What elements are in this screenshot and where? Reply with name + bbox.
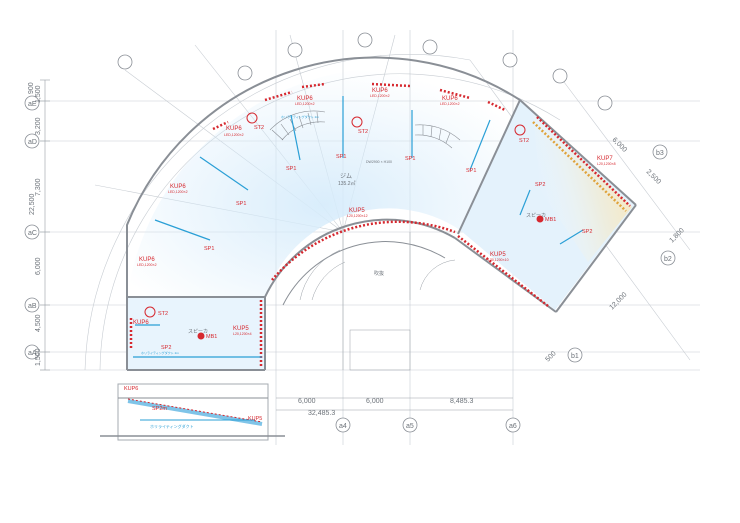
ducts xyxy=(133,96,584,358)
st2-label-c: ST2 xyxy=(519,138,529,144)
left-dim-lines xyxy=(40,79,50,371)
section-kup6: KUP6 xyxy=(124,386,138,392)
dim-right-0: 6,000 xyxy=(611,136,628,153)
kup6-tag-d: KUP6 xyxy=(442,96,458,102)
kup5-tag-a: KUP5 xyxy=(349,208,365,214)
grid-label-aA: aA xyxy=(28,350,37,357)
kup6-spec-e: LED,1200×2 xyxy=(168,190,188,194)
sp1-label-a: SP1 xyxy=(286,166,296,172)
st2-label-b: ST2 xyxy=(358,129,368,135)
grid-label-a6: a6 xyxy=(509,423,517,430)
sp1-label-e: SP1 xyxy=(236,201,246,207)
dim-bottom-total: 32,485.3 xyxy=(308,410,335,417)
sp2-label-c: SP2 xyxy=(161,345,171,351)
kup6-spec-f: LED,1200×2 xyxy=(137,263,157,267)
st2-label-a: ST2 xyxy=(254,125,264,131)
grid-label-aC: aC xyxy=(28,230,37,237)
section-duct: ホリライティングダクト xyxy=(150,423,194,429)
room-void: 吹抜 xyxy=(374,270,384,277)
void-linework xyxy=(299,232,456,371)
mb1-dot-a xyxy=(197,332,205,340)
kup7-spec: L20,1200×8 xyxy=(597,162,616,166)
grid-label-a4: a4 xyxy=(339,423,347,430)
gym-glow xyxy=(127,67,520,298)
kup6-tag-c: KUP6 xyxy=(372,88,388,94)
grid-label-b3: b3 xyxy=(656,150,664,157)
kup6-tag-f: KUP6 xyxy=(139,257,155,263)
walls xyxy=(126,56,637,371)
section-kup5: KUP5 xyxy=(248,416,262,422)
dim-right-3: 12,000 xyxy=(608,291,628,311)
sp1-label-b: SP1 xyxy=(336,154,346,160)
dim-left-4: 22,500 xyxy=(29,193,36,215)
section-sp2: SP2m xyxy=(152,406,167,412)
kup5-tag-b: KUP5 xyxy=(490,252,506,258)
speaker-label-a: スピーカ xyxy=(188,329,208,335)
sp2-label-b: SP2 xyxy=(582,229,592,235)
sp1-label-d: SP1 xyxy=(466,168,476,174)
grid-label-a5: a5 xyxy=(406,423,414,430)
kup6-spec-d: LED,1200×2 xyxy=(440,102,460,106)
kup6-tag-e: KUP6 xyxy=(170,184,186,190)
section-drawing xyxy=(100,383,285,441)
dim-left-0: 900 xyxy=(28,82,35,94)
grid-label-b2: b2 xyxy=(664,256,672,263)
duct-note-a: ホリライティングダクト 2m xyxy=(281,114,319,119)
mb1-dot-b xyxy=(536,215,544,223)
sp1-label-c: SP1 xyxy=(405,156,415,162)
kup6-spec-c: LED,1200×2 xyxy=(370,94,390,98)
bottom-dim-lines xyxy=(276,397,513,411)
mb1-label-b: MB1 xyxy=(545,217,556,223)
sp2-label-a: SP2 xyxy=(535,182,545,188)
room-gym: ジム xyxy=(340,173,352,180)
duct-note-b: ホリライティングダクト 2m xyxy=(141,350,179,355)
kup5-spec-b: L20,1200×10 xyxy=(488,258,509,262)
dim-right-1: 2,500 xyxy=(645,168,662,185)
mb1-label-a: MB1 xyxy=(206,334,217,340)
grid-label-b1: b1 xyxy=(571,353,579,360)
grid-label-aE: aE xyxy=(28,101,37,108)
stair-right xyxy=(414,124,461,149)
grid-label-aB: aB xyxy=(28,303,37,310)
dim-bottom-0: 6,000 xyxy=(298,398,316,405)
dim-left-1: 1,500 xyxy=(35,85,42,103)
dim-left-3: 7,300 xyxy=(35,178,42,196)
dim-left-2: 3,200 xyxy=(35,117,42,135)
dim-right-2: 1,800 xyxy=(668,227,685,244)
kup5-tag-c: KUP5 xyxy=(233,326,249,332)
st2-label-d: ST2 xyxy=(158,311,168,317)
kup5-spec-a: L20,1200×12 xyxy=(347,214,368,218)
dim-left-7: 1,500 xyxy=(35,348,42,366)
kup6-spec-b: LED,1200×2 xyxy=(295,102,315,106)
dimension-note: DW2900 × H100 xyxy=(366,160,392,164)
grid-label-aD: aD xyxy=(28,139,37,146)
dim-bottom-1: 6,000 xyxy=(366,398,384,405)
dim-left-5: 6,000 xyxy=(35,257,42,275)
kup5-spec-c: L20,1200×4 xyxy=(233,332,252,336)
grid-bubbles xyxy=(24,32,676,433)
dim-left-6: 4,500 xyxy=(35,314,42,332)
kup6-tag-b: KUP6 xyxy=(297,96,313,102)
warm-glow xyxy=(533,112,632,262)
kup6-tag-g: KUP6 xyxy=(133,320,149,326)
sp1-label-f: SP1 xyxy=(204,246,214,252)
kup7-tag: KUP7 xyxy=(597,156,613,162)
kup6-spec-a: LED,1200×2 xyxy=(224,133,244,137)
speaker-label-b: スピーカ xyxy=(526,213,546,219)
st2-markers xyxy=(144,112,526,318)
kup6-tag-a: KUP6 xyxy=(226,126,242,132)
dim-bottom-2: 8,485.3 xyxy=(450,398,473,405)
room-gym-area: 135.2㎡ xyxy=(338,180,356,187)
